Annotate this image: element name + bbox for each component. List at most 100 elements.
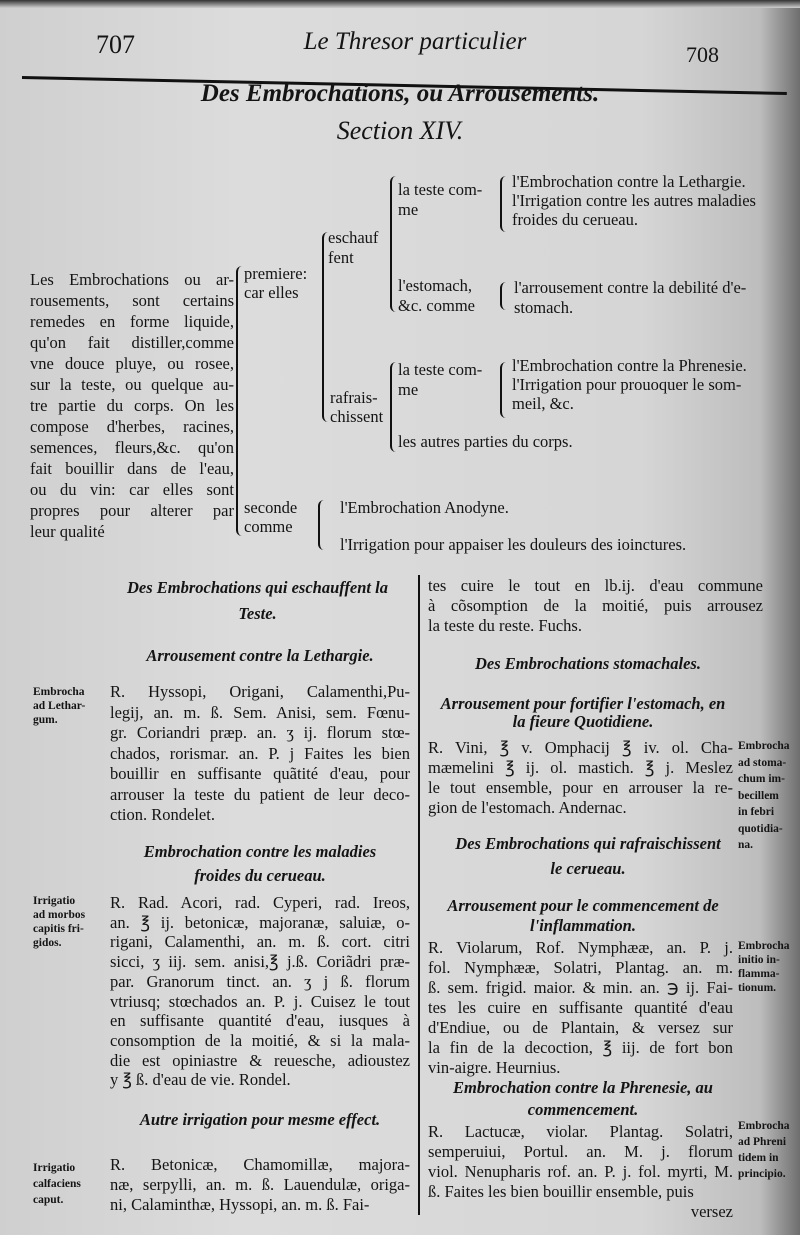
body-line: legij, an. m. ß. Sem. Anisi, sem. Fœnu- (110, 702, 410, 722)
intro-line: semences, fleurs,&c. qu'on (30, 438, 234, 457)
right-subheading: commencement. (527, 1100, 639, 1119)
body-line: d'Endiue, ou de Plantain, & versez sur (428, 1018, 733, 1037)
seconde-item: l'Embrochation Anodyne. (340, 498, 509, 517)
margin-note: principio. (738, 1168, 786, 1180)
body-line: ß. sem. frigid. maior. & min. an. ℈ ij. … (428, 978, 733, 997)
intro-line: qu'on fait distiller,comme (30, 333, 234, 352)
eschauffent-teste-item: l'Irrigation contre les autres maladies (512, 191, 756, 210)
rafraischissent-label: chissent (330, 407, 384, 426)
intro-line: compose d'herbes, racines, (30, 417, 234, 436)
right-heading: Des Embrochations qui rafraischissent (455, 834, 721, 853)
left-heading: Des Embrochations qui eschauffent la (127, 578, 388, 597)
body-line: R. Betonicæ, Chamomillæ, majora- (110, 1155, 410, 1174)
intro-line: fait bouillir dans de l'eau, (30, 459, 234, 478)
body-line: mæmelini ℥ ij. ol. mastich. ℥ j. Meslez (428, 758, 733, 777)
rafraischissent-teste-item: l'Embrochation contre la Phrenesie. (512, 356, 747, 375)
margin-note: ad morbos (33, 909, 86, 921)
left-subheading: Arrousement contre la Lethargie. (146, 646, 374, 665)
teste-label: me (398, 200, 419, 219)
margin-note: flamma- (738, 968, 780, 980)
body-line: la fin de la decoction, ℥ iij. de fort b… (428, 1038, 733, 1057)
right-subheading: la fieure Quotidiene. (512, 712, 654, 731)
body-line: ni, Calaminthæ, Hyssopi, an. m. ß. Fai- (110, 1195, 370, 1214)
brace-main (236, 266, 244, 536)
right-subheading: Arrousement pour le commencement de (447, 896, 719, 915)
body-line: R. Rad. Acori, rad. Cyperi, rad. Ireos, (110, 893, 410, 912)
body-line: vtriusq; stœchados an. P. j. Cuisez le t… (110, 991, 410, 1011)
margin-note: quotidia- (738, 822, 783, 835)
right-subheading: Embrochation contre la Phrenesie, au (453, 1078, 713, 1097)
estomach-label: l'estomach, (398, 276, 472, 295)
margin-note: gidos. (33, 937, 62, 949)
brace-estomach (500, 282, 508, 310)
intro-line: propres pour alterer par (30, 501, 234, 520)
margin-note: Embrocha (33, 686, 85, 698)
intro-line: leur qualité (30, 522, 105, 541)
estomach-item: l'arrousement contre la debilité d'e- (514, 278, 747, 297)
body-line: R. Lactucæ, violar. Plantag. Solatri, (428, 1122, 733, 1141)
rafraischissent-teste-item: l'Irrigation pour prouoquer le som- (512, 375, 742, 394)
eschauffent-teste-item: froides du cerueau. (512, 210, 638, 229)
body-line: fol. Nymphææ, Solatri, Plantag. an. m. (428, 958, 733, 977)
catchword: versez (690, 1202, 733, 1221)
rafraischissent-label: rafrais- (330, 388, 378, 407)
brace-seconde (318, 500, 326, 550)
body-line: la teste du reste. Fuchs. (428, 616, 582, 635)
margin-note: capitis fri- (33, 923, 84, 935)
margin-note: chum im- (738, 773, 785, 785)
margin-note: Irrigatio (33, 1162, 76, 1174)
chapter-title: Des Embrochations, ou Arrousements. (200, 80, 600, 107)
brace-teste-1 (500, 176, 508, 232)
body-line: bouillir en suffisante quãtité d'eau, po… (110, 764, 410, 783)
margin-note: Irrigatio (33, 895, 76, 907)
body-line: tes cuire le tout en lb.ij. d'eau commun… (428, 576, 763, 595)
body-line: rigani, Calamenthi, an. m. ß. cort. citr… (110, 932, 410, 952)
seconde-item: l'Irrigation pour appaiser les douleurs … (340, 535, 687, 554)
brace-teste-2 (500, 362, 508, 418)
body-line: die est opiniastre & reuesche, adioustez (110, 1050, 410, 1070)
teste-label-2: la teste com- (398, 360, 483, 379)
body-line: sicci, ʒ iij. sem. anisi,℥ j.ß. Coriãdri… (110, 952, 410, 972)
right-subheading: Arrousement pour fortifier l'estomach, e… (440, 694, 726, 713)
body-line: næ, serpylli, an. m. ß. Lauendulæ, origa… (110, 1175, 410, 1194)
body-line: R. Vini, ℥ v. Omphacij ℥ iv. ol. Cha- (428, 738, 733, 757)
seconde-label: seconde (244, 498, 298, 517)
body-line: le tout ensemble, pour en arrouser la re… (428, 778, 733, 797)
page-top-shadow (0, 0, 800, 8)
body-line: tes les cuire en suffisante quantité d'e… (428, 998, 733, 1017)
margin-note: ad Lethar- (33, 700, 86, 712)
body-line: arrouser la teste du patient de leur dec… (110, 784, 410, 804)
body-line: à cõsomption de la moitié, puis arrousez (428, 596, 763, 615)
left-heading: Teste. (238, 604, 277, 623)
margin-note: ad Phreni (738, 1136, 787, 1148)
premiere-label: car elles (244, 283, 299, 302)
body-line: ß. Faites les bien bouillir ensemble, pu… (428, 1182, 694, 1201)
body-line: gr. Coriandri præp. an. ʒ ij. florum stœ… (110, 723, 410, 742)
brace-premiere (322, 232, 330, 422)
left-subheading: Autre irrigation pour mesme effect. (139, 1110, 381, 1129)
margin-note: na. (738, 839, 754, 851)
brace-eschauffent (390, 176, 398, 312)
margin-note: becillem (738, 789, 779, 802)
margin-note: ad stoma- (738, 756, 787, 769)
body-line: R. Hyssopi, Origani, Calamenthi,Pu- (110, 682, 410, 701)
left-subheading: Embrochation contre les maladies (143, 842, 377, 861)
right-heading: le cerueau. (550, 859, 626, 878)
page-number-left: 707 (96, 30, 135, 59)
margin-note: Embrocha (738, 1120, 790, 1132)
autres-parties-label: les autres parties du corps. (398, 432, 573, 451)
margin-note: Embrocha (738, 740, 790, 752)
body-line: semperuiui, Portul. an. M. j. florum (428, 1142, 733, 1161)
running-title: Le Thresor particulier (303, 28, 527, 55)
premiere-label: premiere: (244, 264, 308, 283)
brace-rafraischissent (390, 362, 398, 452)
body-line: consomption de la moitié, & si la mala- (110, 1030, 410, 1050)
margin-note: tidem in (738, 1152, 779, 1164)
teste-label: la teste com- (398, 180, 483, 199)
page-number-right: 708 (686, 42, 719, 67)
estomach-item: stomach. (514, 298, 574, 317)
body-line: chados, rorismar. an. P. j Faites les bi… (110, 743, 410, 763)
intro-line: rousements, sont certains (30, 291, 234, 310)
eschauffent-label: eschauf (328, 228, 379, 247)
body-line: R. Violarum, Rof. Nymphææ, an. P. j. (428, 938, 733, 957)
